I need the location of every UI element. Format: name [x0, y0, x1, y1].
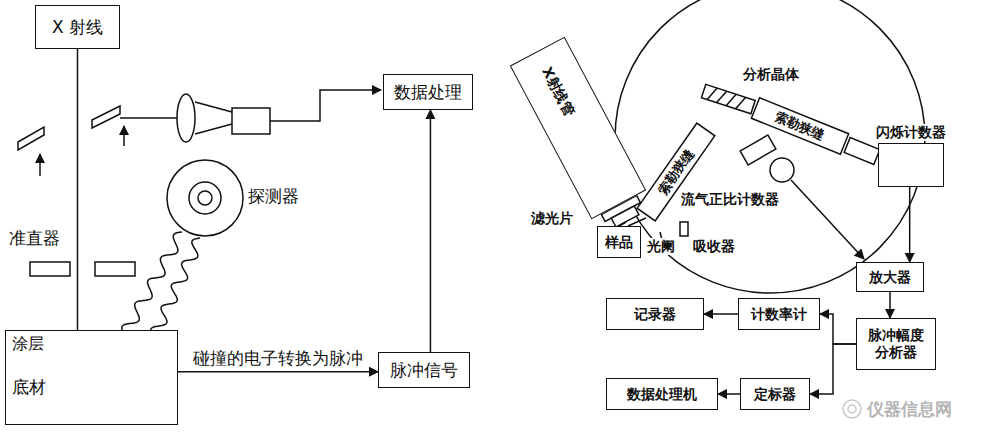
watermark-logo [848, 405, 856, 413]
detector-core [198, 191, 212, 205]
part-label: 吸收器 [692, 238, 736, 255]
node-text: 放大器 [869, 269, 911, 286]
part-label: 光阑 [646, 238, 676, 255]
part-label: 索勒狭缝 [772, 109, 828, 144]
process-box: 记录器 [606, 298, 704, 330]
connector [810, 344, 856, 394]
watermark: 仪器信息网 [866, 399, 953, 419]
node-text: 脉冲信号 [390, 360, 458, 380]
connector [820, 314, 856, 344]
connector [704, 313, 738, 315]
funnel [195, 102, 232, 134]
flow-counter-window [770, 158, 794, 182]
connector [178, 371, 378, 373]
detector-ring [167, 160, 243, 236]
part-label: 探测器 [247, 186, 300, 206]
scintillation-counter: 闪烁计数器 [878, 143, 944, 187]
process-box: 计数率计 [738, 298, 820, 330]
node-text: 样品 [605, 234, 633, 251]
adjust-arrow [39, 154, 41, 176]
lens [177, 94, 195, 142]
signal-wire [791, 180, 864, 259]
connector [718, 393, 740, 395]
substrate-layer: 底材 [5, 351, 178, 425]
xray-tube: X射线管 [510, 37, 646, 220]
sample-box: 样品 [597, 226, 641, 258]
crystal-plate [92, 106, 120, 128]
flow-counter [740, 135, 776, 165]
process-box: 放大器 [856, 262, 924, 292]
connector [909, 187, 911, 262]
process-box: 定标器 [740, 378, 810, 410]
adjust-arrow [123, 126, 125, 146]
node-text: X射线管 [539, 64, 579, 119]
node-text: 记录器 [634, 306, 676, 323]
sensor-box [232, 108, 270, 134]
node-heading: 闪烁计数器 [876, 124, 946, 141]
analyzer-crystal [701, 84, 755, 113]
connector [430, 110, 432, 352]
crystal-plate [18, 127, 44, 150]
collimator-block [95, 262, 135, 276]
node-text: 底材 [12, 377, 46, 397]
beam-line [120, 117, 177, 119]
node-text: 数据处理 [394, 82, 462, 102]
process-box: 脉冲信号 [378, 352, 470, 388]
part-label: 分析晶体 [742, 66, 800, 83]
connector [889, 292, 891, 318]
node-text: 脉冲幅度 分析器 [864, 327, 928, 361]
connector [77, 49, 79, 330]
part-label: 滤光片 [530, 210, 574, 227]
node-text: 定标器 [754, 386, 796, 403]
process-box: 数据处理 [383, 74, 473, 110]
watermark-logo [843, 400, 861, 418]
node-text: 数据处理机 [627, 386, 697, 403]
counter-tube [844, 138, 880, 165]
process-box: 脉冲幅度 分析器 [856, 318, 936, 370]
part-label: 流气正比计数器 [680, 191, 780, 208]
process-box: 数据处理机 [606, 378, 718, 410]
edge-label: 碰撞的电子转换为脉冲 [193, 347, 363, 367]
signal-wire [270, 90, 381, 121]
part-label: 准直器 [8, 228, 61, 248]
detector-ring [189, 182, 221, 214]
node-text: 计数率计 [751, 306, 807, 323]
node-text: X 射线 [52, 17, 103, 37]
absorber [680, 222, 688, 236]
collimator-block [30, 262, 70, 276]
source-box: X 射线 [35, 5, 120, 49]
